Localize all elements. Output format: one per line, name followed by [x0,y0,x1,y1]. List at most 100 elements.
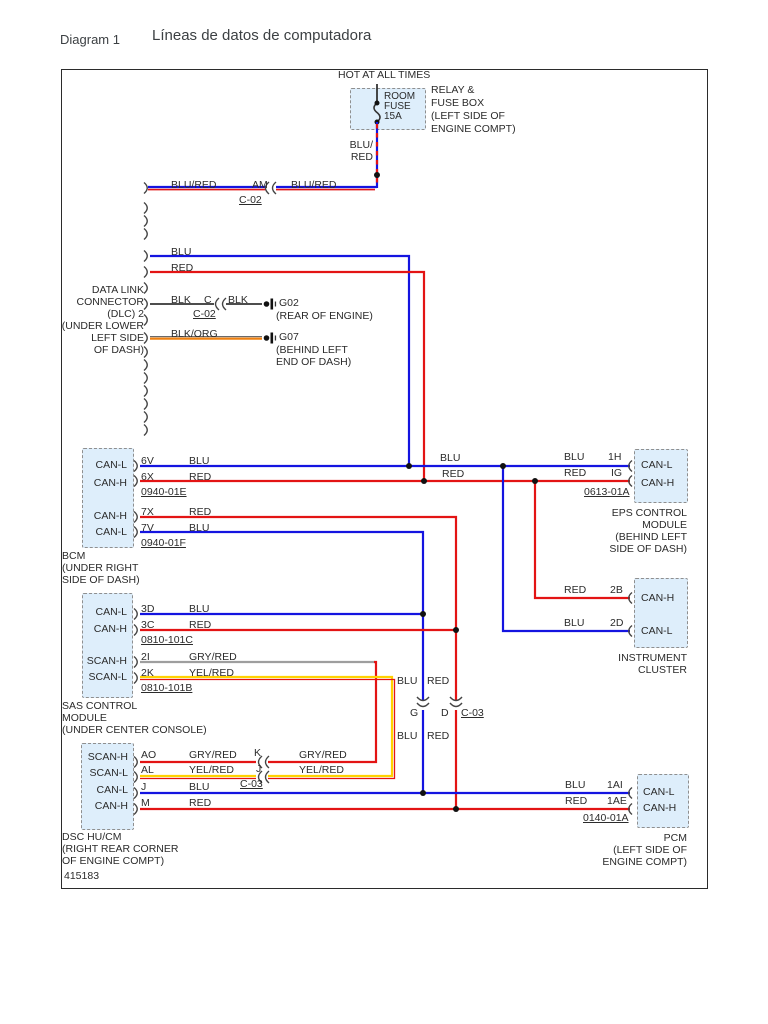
eps-location-line1: (BEHIND LEFT [615,531,687,543]
cluster-pin-id-2d: 2D [610,617,624,629]
eps-box [634,449,688,503]
relay-box-location-line1: (LEFT SIDE OF [431,110,505,122]
dsc-wire-color-ao: GRY/RED [189,749,237,761]
sas-wire-color-2k: YEL/RED [189,667,234,679]
connector-0613-01a-label: 0613-01A [584,486,630,498]
fuse-name-line1: ROOM [384,91,416,102]
pcm-wire-color-red: RED [565,795,588,807]
dsc-pcm-wires [140,791,630,811]
bcm-pin-can-h-1: CAN-H [93,477,127,489]
sas-wire-color-2i: GRY/RED [189,651,237,663]
blk-wire-label-right: BLK [228,294,248,306]
connector-c02-c [214,297,227,311]
c03-pin-d: D [441,707,449,719]
bcm-pin-id-7v: 7V [141,522,154,534]
bcm-pin-can-l-1: CAN-L [95,459,127,471]
dlc-location-line2: LEFT SIDE [91,332,144,344]
dsc-location-line1: (RIGHT REAR CORNER [62,843,179,855]
connector-c02-label-2: C-02 [193,308,216,320]
cluster-pin-brackets [628,591,633,638]
relay-fuse-box [350,88,426,130]
bcm-pin-can-h-2: CAN-H [93,510,127,522]
feed-wire-color-line1: BLU/ [349,139,373,151]
ground-g07-symbol [263,332,277,344]
connector-0810-101b-label: 0810-101B [141,682,193,694]
sas-name-line2: MODULE [62,712,107,724]
dsc-pin-id-al: AL [141,764,154,776]
dlc-pin-brackets [143,181,148,437]
hot-at-all-times-label: HOT AT ALL TIMES [338,69,431,81]
pcm-box [637,774,689,828]
ground-g02-label: G02 [279,297,299,309]
diagram-frame [61,69,708,889]
ground-g07-location-line2: END OF DASH) [276,356,352,368]
am-pin-label: AM [252,179,268,191]
sas-pin-id-3c: 3C [141,619,155,631]
bcm-name: BCM [62,550,86,562]
dsc-pin-can-h: CAN-H [94,800,128,812]
connector-c02-am [264,181,277,195]
sas-pin-id-2i: 2I [141,651,150,663]
connector-c03-label-mid: C-03 [461,707,484,719]
dsc-wire-color-al-right: YEL/RED [299,764,344,776]
instrument-cluster-box [634,578,688,648]
sas-pin-scan-l: SCAN-L [88,671,127,683]
cluster-pin-id-2b: 2B [610,584,623,596]
c03-above-blu-label: BLU [397,675,418,687]
dlc-wires [150,254,426,481]
dsc-pin-id-m: M [141,797,150,809]
c-pin-label: C [204,294,212,306]
relay-box-location-line2: ENGINE COMPT) [431,123,516,135]
module-pin-brackets [133,181,633,816]
pcm-pin-id-1ae: 1AE [607,795,627,807]
dsc-pin-brackets [133,755,138,816]
bcm-box [82,448,134,548]
connector-c03-j [257,770,270,784]
am-wire-color-left: BLU/RED [171,179,217,191]
dsc-wire-color-j: BLU [189,781,210,793]
dsc-location-line2: OF ENGINE COMPT) [62,855,165,867]
connector-c03-d [449,696,463,708]
dlc-location-line1: (UNDER LOWER [61,320,144,332]
cluster-name-line1: INSTRUMENT [618,652,687,664]
dlc-blu-wire-label: BLU [171,246,192,258]
dlc-location-line3: OF DASH) [93,344,144,356]
eps-pin-id-ig: IG [611,467,623,479]
blk-wire-label-left: BLK [171,294,191,306]
bcm-wire-color-7v: BLU [189,522,210,534]
ground-g07-label: G07 [279,331,299,343]
dsc-box [81,743,134,830]
fuse-rating: 15A [384,111,402,122]
connector-c02-label: C-02 [239,194,262,206]
cluster-pin-can-l: CAN-L [641,625,673,637]
eps-wire-color-blu: BLU [564,451,585,463]
dlc-name-line3: (DLC) 2 [107,308,144,320]
c03-pin-g: G [410,707,419,719]
bcm-wire-color-6v: BLU [189,455,210,467]
connector-0140-01a-label: 0140-01A [583,812,629,824]
pcm-wire-color-blu: BLU [565,779,586,791]
connector-c03-label-dsc: C-03 [240,778,263,790]
dlc-name-line1: DATA LINK [91,284,144,296]
bcm-wire-color-7x: RED [189,506,212,518]
connector-c03-k [257,755,270,769]
connector-0940-01f-label: 0940-01F [141,537,186,549]
ground-g02-symbol [263,298,277,310]
drawing-number: 415183 [64,870,100,882]
page-title: Líneas de datos de computadora [152,27,372,44]
bcm-location-line1: (UNDER RIGHT [62,562,139,574]
c03-pin-j: J [256,763,262,775]
dsc-pin-can-l: CAN-L [96,784,128,796]
dlc-red-wire-label: RED [171,262,194,274]
c03-below-blu-label: BLU [397,730,418,742]
c03-above-red-label: RED [427,675,450,687]
dsc-wire-color-al: YEL/RED [189,764,234,776]
cluster-wire-color-red: RED [564,584,587,596]
sas-name-line1: SAS CONTROL [62,700,138,712]
sas-box [82,593,133,698]
pcm-location-line2: ENGINE COMPT) [602,856,687,868]
sas-wire-color-3d: BLU [189,603,210,615]
connector-0810-101c-label: 0810-101C [141,634,193,646]
can-bus-wires [140,464,630,633]
